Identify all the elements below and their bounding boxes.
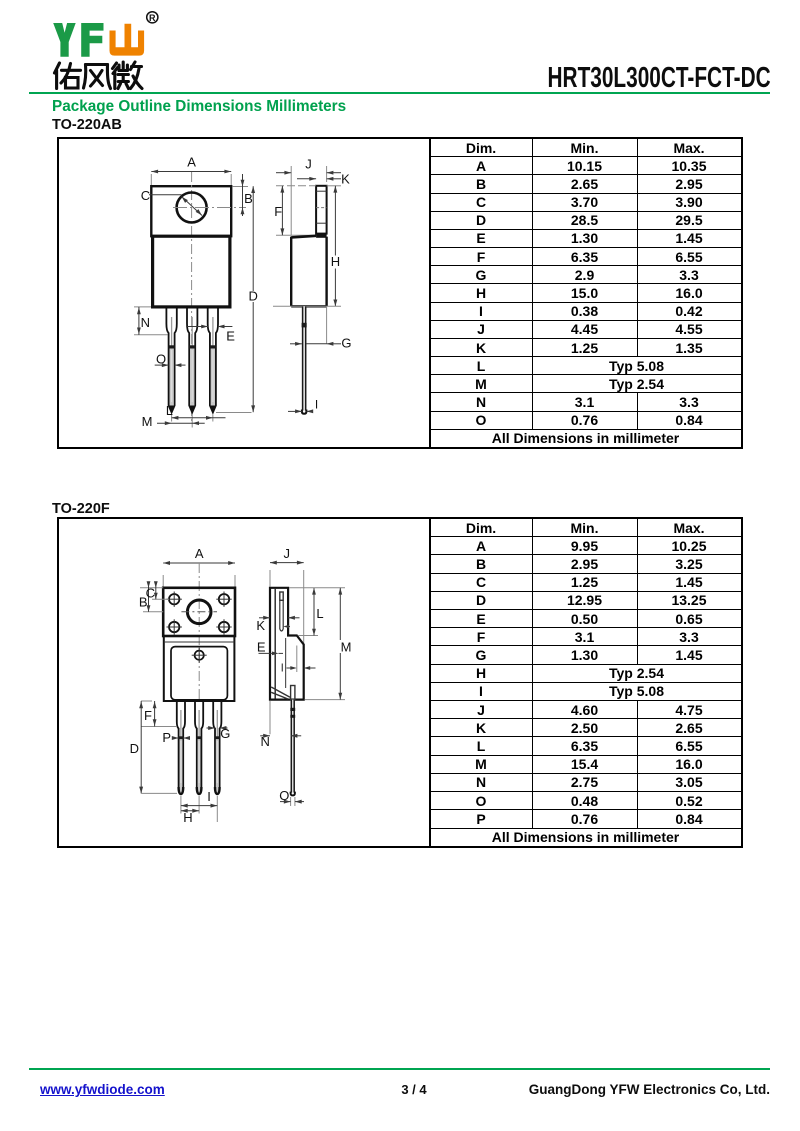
svg-text:O: O bbox=[156, 351, 166, 366]
svg-text:I: I bbox=[207, 789, 211, 804]
svg-text:l: l bbox=[281, 663, 283, 675]
svg-text:D: D bbox=[249, 289, 258, 304]
svg-text:K: K bbox=[256, 618, 265, 633]
svg-text:F: F bbox=[144, 708, 152, 723]
svg-text:C: C bbox=[146, 586, 155, 601]
svg-text:D: D bbox=[130, 741, 139, 756]
svg-text:H: H bbox=[331, 254, 340, 269]
svg-text:E: E bbox=[257, 640, 266, 655]
svg-text:L: L bbox=[166, 404, 173, 418]
svg-text:B: B bbox=[244, 191, 253, 206]
svg-text:B: B bbox=[139, 595, 148, 610]
svg-text:R: R bbox=[149, 13, 156, 23]
svg-text:I: I bbox=[315, 398, 318, 412]
svg-text:J: J bbox=[284, 546, 291, 561]
svg-text:F: F bbox=[274, 204, 282, 219]
svg-text:H: H bbox=[183, 810, 192, 825]
svg-text:J: J bbox=[305, 157, 312, 172]
svg-text:K: K bbox=[341, 172, 350, 187]
svg-text:M: M bbox=[142, 414, 153, 429]
svg-text:P: P bbox=[162, 730, 171, 745]
svg-text:A: A bbox=[187, 155, 196, 170]
svg-text:N: N bbox=[261, 734, 270, 749]
svg-text:E: E bbox=[226, 329, 235, 344]
svg-text:G: G bbox=[220, 726, 230, 741]
svg-text:M: M bbox=[341, 640, 352, 655]
svg-text:C: C bbox=[141, 188, 150, 203]
svg-text:G: G bbox=[341, 336, 351, 351]
svg-text:N: N bbox=[141, 315, 150, 330]
svg-text:A: A bbox=[195, 546, 204, 561]
svg-text:Q: Q bbox=[279, 788, 289, 803]
svg-text:L: L bbox=[316, 606, 323, 621]
